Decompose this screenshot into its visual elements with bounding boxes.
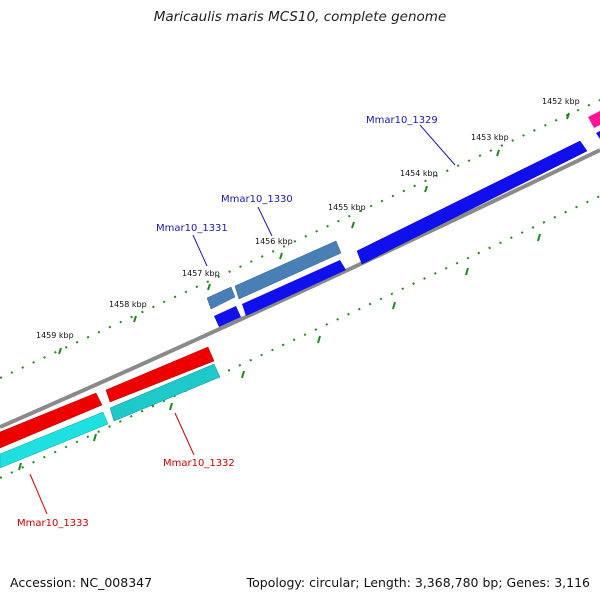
- leader-line-mmar10-1333: [29, 473, 48, 515]
- tick-mark: [537, 233, 541, 242]
- gene-labels: Mmar10_1329 Mmar10_1330 Mmar10_1331 Mmar…: [17, 115, 438, 529]
- tick-mark: [93, 433, 97, 442]
- leader-line-mmar10-1329: [419, 124, 456, 166]
- gene-label-mmar10-1330[interactable]: Mmar10_1330: [221, 194, 293, 205]
- tick-label-1457: 1457 kbp: [182, 269, 220, 278]
- genome-summary-text: Topology: circular; Length: 3,368,780 bp…: [246, 575, 590, 590]
- gene-label-mmar10-1332[interactable]: Mmar10_1332: [163, 458, 235, 469]
- tick-label-1452: 1452 kbp: [542, 97, 580, 106]
- inner-tick-track: [0, 195, 600, 479]
- tick-label-1454: 1454 kbp: [400, 169, 438, 178]
- gene-arrow-mmar10-1331-lower[interactable]: [214, 306, 241, 327]
- genome-backbone: [0, 148, 600, 429]
- tick-mark: [207, 283, 211, 291]
- tick-mark: [424, 185, 428, 193]
- inner-tick-minor-track: [0, 195, 600, 479]
- tick-label-1456: 1456 kbp: [255, 237, 293, 246]
- tick-mark: [496, 149, 500, 157]
- tick-label-1453: 1453 kbp: [471, 133, 509, 142]
- gene-arrow-mmar10-1330-upper[interactable]: [234, 240, 342, 300]
- tick-mark: [351, 221, 355, 229]
- tick-mark: [465, 267, 469, 276]
- tick-mark: [392, 301, 396, 310]
- tick-mark: [169, 402, 173, 411]
- gene-label-mmar10-1331[interactable]: Mmar10_1331: [156, 223, 228, 234]
- gene-arrow-mmar10-1331-upper[interactable]: [206, 286, 236, 310]
- tick-label-1459: 1459 kbp: [36, 331, 74, 340]
- tick-labels: 1452 kbp 1453 kbp 1454 kbp 1455 kbp 1456…: [36, 97, 580, 340]
- gene-arrow-mmar10-1332-cyan[interactable]: [109, 363, 221, 422]
- gene-arrow-mmar10-1332-red[interactable]: [105, 346, 215, 403]
- outer-tick-minor-track: [0, 99, 600, 379]
- gene-label-leaders: [29, 124, 456, 515]
- gene-arrow-mmar10-1333-red[interactable]: [0, 392, 103, 449]
- gene-arrow-pink[interactable]: [588, 111, 600, 128]
- forward-genes-lower: [214, 260, 346, 327]
- gene-label-mmar10-1333[interactable]: Mmar10_1333: [17, 518, 89, 529]
- tick-mark: [279, 252, 283, 260]
- tick-mark: [241, 370, 245, 379]
- gene-arrow-mmar10-1329-upper[interactable]: [356, 140, 588, 265]
- outer-tick-track: [0, 99, 600, 379]
- leader-line-mmar10-1332: [174, 412, 195, 456]
- leader-line-mmar10-1330: [257, 206, 273, 237]
- tick-label-1458: 1458 kbp: [109, 300, 147, 309]
- leader-line-mmar10-1331: [192, 234, 208, 267]
- tick-label-1455: 1455 kbp: [328, 203, 366, 212]
- accession-text: Accession: NC_008347: [10, 575, 153, 590]
- tick-mark: [317, 335, 321, 344]
- gene-label-mmar10-1329[interactable]: Mmar10_1329: [366, 115, 438, 126]
- gene-arrow-mmar10-1330-lower[interactable]: [242, 260, 346, 316]
- reverse-genes: [0, 346, 221, 469]
- tick-mark: [566, 112, 570, 120]
- tick-mark: [133, 315, 137, 323]
- tick-mark: [58, 347, 62, 355]
- tick-mark: [18, 462, 22, 471]
- forward-genes-upper: [206, 111, 600, 310]
- gene-arrow-blue-edge[interactable]: [596, 131, 600, 139]
- map-title: Maricaulis maris MCS10, complete genome: [153, 9, 447, 25]
- gene-arrow-mmar10-1333-cyan[interactable]: [0, 411, 109, 469]
